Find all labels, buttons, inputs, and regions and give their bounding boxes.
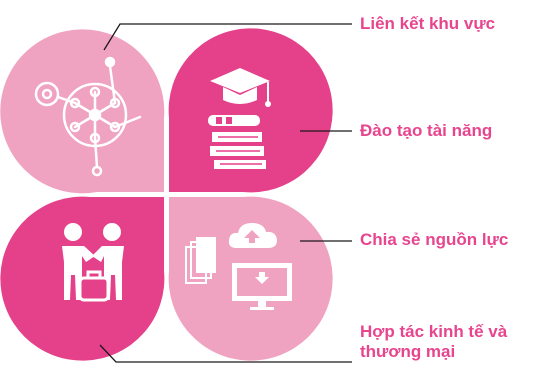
petal-regional-link <box>0 29 165 194</box>
label-economic-line1: Hợp tác kinh tế và <box>360 322 508 341</box>
network-hub-icon <box>34 56 142 177</box>
graduation-books-icon <box>208 68 271 169</box>
connector-regional-link <box>103 23 352 51</box>
label-talent-training: Đào tạo tài năng <box>360 121 493 140</box>
label-economic-cooperation: Hợp tác kinh tế và thương mại <box>360 322 507 362</box>
handshake-briefcase-icon <box>62 223 124 302</box>
petal-talent-training <box>168 28 333 193</box>
connector-economic <box>99 344 352 363</box>
label-economic-line2: thương mại <box>360 342 456 361</box>
label-resource-sharing: Chia sẻ nguồn lực <box>360 230 509 249</box>
label-regional-link: Liên kết khu vực <box>360 14 496 33</box>
connector-lines <box>99 23 352 363</box>
cloud-documents-monitor-icon <box>185 223 292 310</box>
